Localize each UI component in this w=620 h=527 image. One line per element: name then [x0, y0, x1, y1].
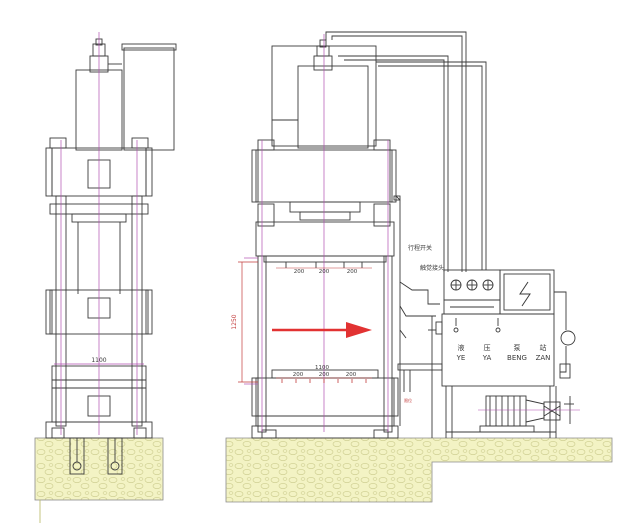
lower-spacing-3: 200 — [346, 372, 357, 378]
pump-label-py-4: ZAN — [536, 354, 551, 362]
pump-label-py-2: YA — [482, 354, 492, 362]
pump-label-cn-2: 压 — [484, 344, 491, 352]
feed-direction-arrow — [272, 322, 372, 338]
side-view-press — [45, 38, 177, 475]
upper-spacing-dims: 200 200 200 — [276, 267, 372, 275]
front-width-dim: 1100 — [315, 365, 329, 371]
pump-label-py-3: BENG — [507, 354, 527, 362]
foundation-left — [34, 437, 164, 523]
side-view-centerlines — [54, 32, 144, 435]
front-view-centerlines — [244, 34, 389, 432]
lower-spacing-2: 200 — [319, 372, 330, 378]
upper-spacing-2: 200 — [319, 269, 330, 275]
pump-label-cn-4: 站 — [540, 343, 547, 352]
side-view-width-dim: 1100 — [91, 357, 106, 364]
upper-spacing-1: 200 — [294, 269, 305, 275]
height-dimension — [238, 261, 258, 383]
pump-label-cn-3: 泵 — [514, 344, 521, 352]
front-view-press — [251, 31, 487, 439]
foundation-right — [225, 437, 613, 503]
label-limit-switch: 行程开关 — [408, 244, 432, 252]
pump-station — [428, 269, 576, 438]
label-small-mark: 限位 — [404, 397, 412, 403]
pump-label-cn-1: 液 — [458, 343, 465, 352]
pump-label-py-1: YE — [456, 354, 466, 362]
pump-station-labels: 液 压 泵 站 YE YA BENG ZAN — [456, 343, 551, 362]
height-dimension-label: 1250 — [231, 314, 238, 329]
upper-spacing-3: 200 — [347, 269, 358, 275]
label-proximity-switch: 触觉接头 — [420, 264, 444, 272]
lower-spacing-1: 200 — [293, 372, 304, 378]
lower-spacing-dims: 1100 200 200 200 — [276, 365, 372, 383]
